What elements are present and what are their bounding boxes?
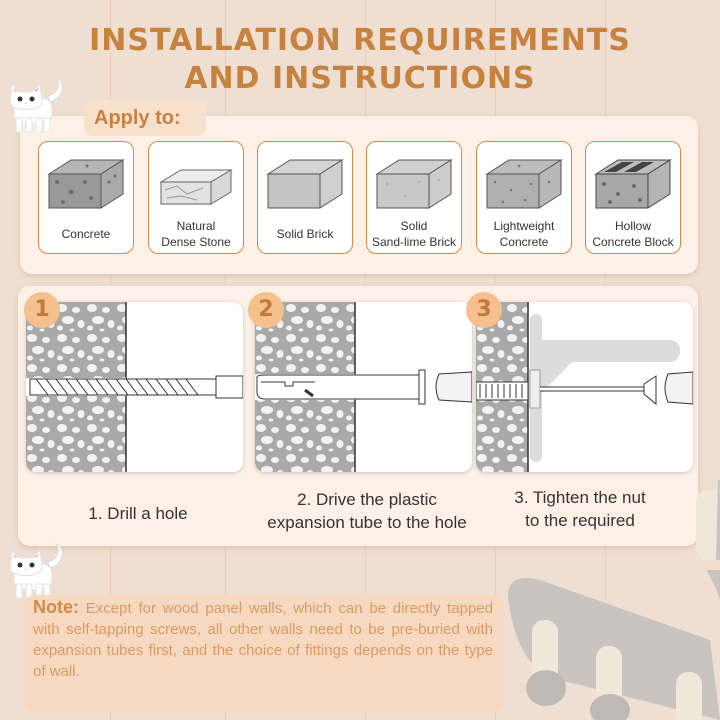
expansion-tube-icon (255, 302, 472, 472)
step-2-caption: 2. Drive the plastic expansion tube to t… (267, 490, 467, 532)
hollow-concrete-block-icon (594, 159, 672, 209)
material-label: Natural Dense Stone (161, 219, 231, 249)
sand-lime-brick-icon (375, 159, 453, 209)
step-1-badge: 1 (24, 292, 60, 328)
screw-bracket-icon (476, 302, 693, 472)
concrete-block-icon (47, 159, 125, 209)
title-line-2: AND INSTRUCTIONS (184, 61, 536, 96)
perch-edge-decoration-icon (696, 480, 720, 560)
step-3-badge: 3 (466, 292, 502, 328)
note-lead: Note: (33, 597, 79, 617)
material-label: Lightweight Concrete (493, 219, 555, 249)
cat-mascot-icon (9, 76, 63, 133)
material-lightweight-concrete: Lightweight Concrete (476, 141, 572, 254)
step-3-caption: 3. Tighten the nut to the required (514, 488, 646, 530)
natural-stone-block-icon (159, 169, 233, 205)
step-2-illustration (255, 302, 472, 472)
solid-brick-icon (266, 159, 344, 209)
note-box (24, 595, 504, 712)
note-body: Except for wood panel walls, which can b… (33, 600, 493, 680)
drill-bit-in-wall-icon (26, 302, 243, 472)
material-solid-brick: Solid Brick (257, 141, 353, 254)
apply-to-label: Apply to: (84, 100, 206, 136)
material-label: Solid Brick (276, 227, 334, 241)
step-3-illustration (476, 302, 693, 472)
title-line-1: INSTALLATION REQUIREMENTS (89, 23, 631, 58)
note-text: Note: Except for wood panel walls, which… (33, 597, 493, 682)
step-2-badge: 2 (248, 292, 284, 328)
material-label: Concrete (61, 227, 111, 241)
step-1-caption: 1. Drill a hole (88, 504, 188, 523)
cat-mascot-icon (9, 542, 63, 599)
material-hollow-concrete-block: Hollow Concrete Block (585, 141, 681, 254)
page-title: INSTALLATION REQUIREMENTS AND INSTRUCTIO… (0, 22, 720, 98)
material-concrete: Concrete (38, 141, 134, 254)
material-label: Solid Sand-lime Brick (371, 219, 457, 249)
lightweight-concrete-icon (485, 159, 563, 209)
material-sand-lime-brick: Solid Sand-lime Brick (366, 141, 462, 254)
cat-perch-product-icon (508, 570, 720, 720)
step-1-illustration (26, 302, 243, 472)
material-natural-dense-stone: Natural Dense Stone (148, 141, 244, 254)
material-label: Hollow Concrete Block (592, 219, 674, 249)
